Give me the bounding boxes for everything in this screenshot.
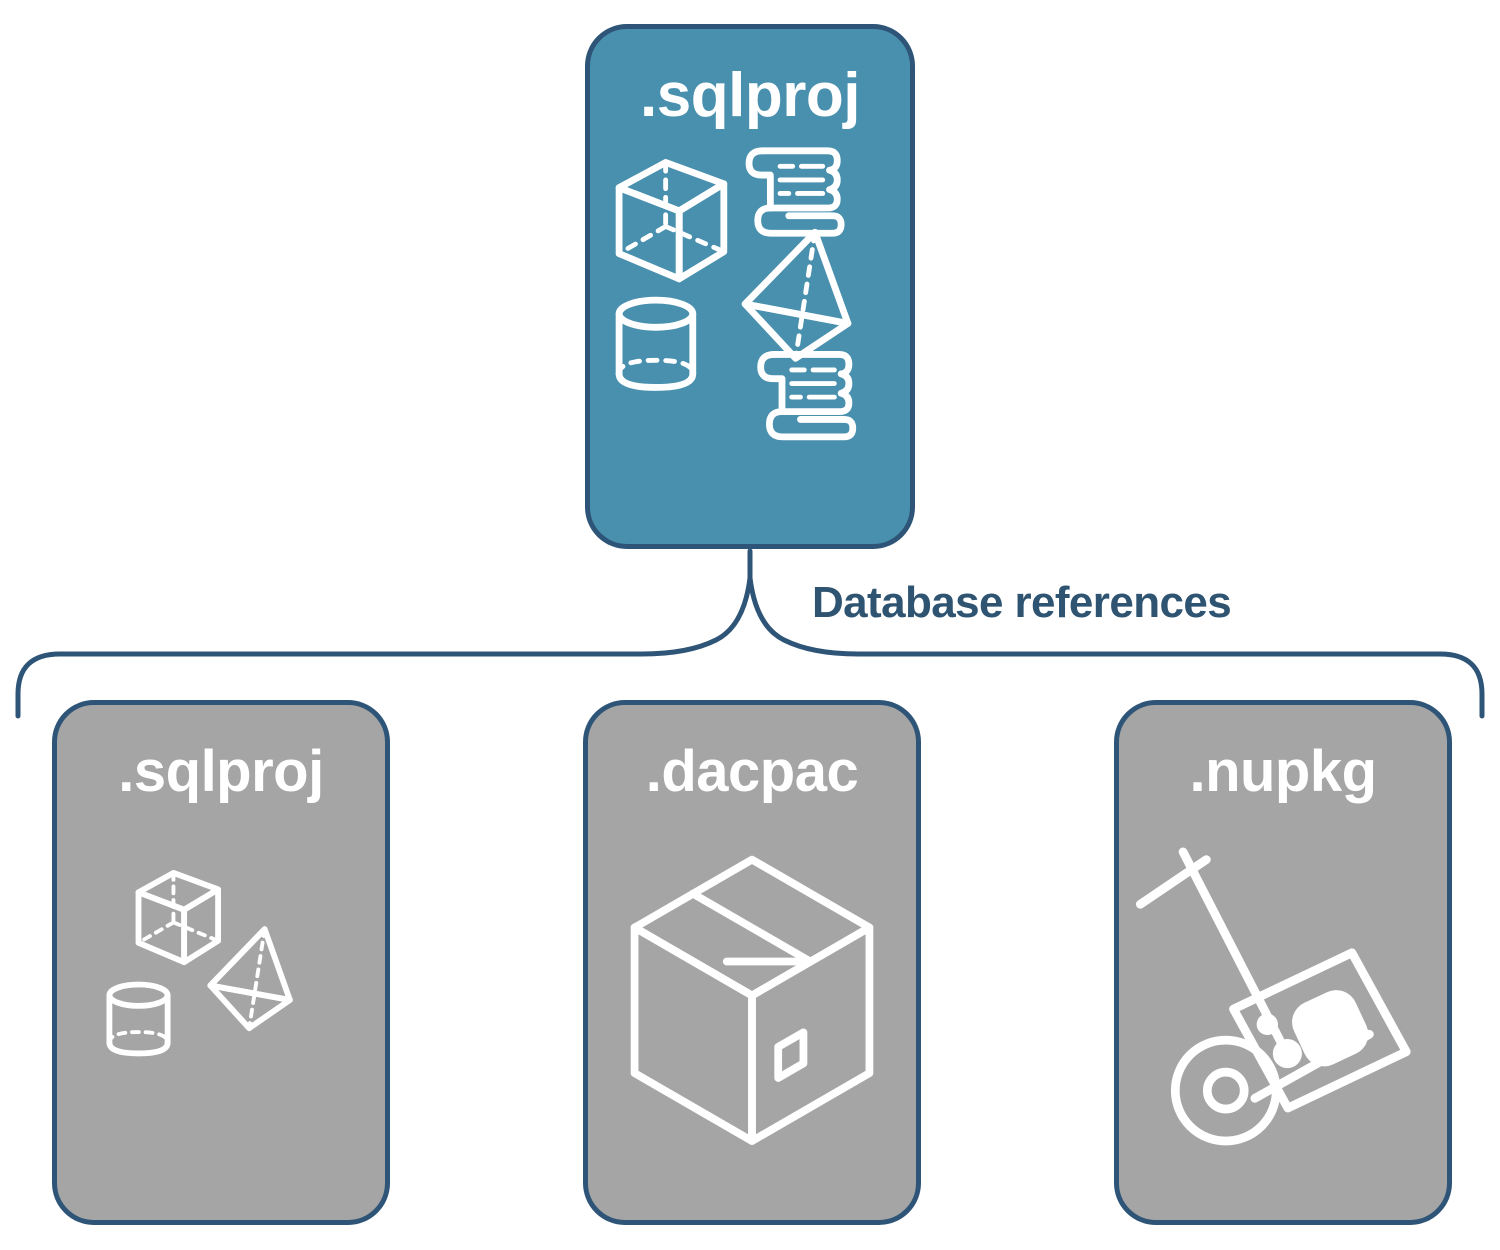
reference-card-dacpac[interactable]: .dacpac xyxy=(583,700,921,1225)
reference-card-dacpac-title: .dacpac xyxy=(645,739,859,804)
scroll-script-icon-bottom xyxy=(757,351,857,441)
hand-truck-nuget-icon xyxy=(1135,847,1411,1146)
source-icon-group xyxy=(615,147,857,441)
cube-wireframe-icon xyxy=(615,159,728,283)
reference-card-nupkg-artwork xyxy=(1119,801,1447,1221)
scroll-script-icon-top xyxy=(745,147,845,237)
shape-icon-group xyxy=(106,869,293,1057)
reference-card-sqlproj-title: .sqlproj xyxy=(118,739,324,804)
reference-card-sqlproj-artwork xyxy=(57,801,385,1220)
connector-label: Database references xyxy=(812,578,1232,627)
cylinder-wireframe-icon xyxy=(106,981,171,1057)
package-box-icon xyxy=(630,855,874,1145)
reference-card-sqlproj[interactable]: .sqlproj xyxy=(52,700,390,1225)
source-card-artwork xyxy=(590,127,910,547)
reference-card-nupkg[interactable]: .nupkg xyxy=(1114,700,1452,1225)
pyramid-wireframe-icon xyxy=(207,926,293,1032)
cylinder-wireframe-icon xyxy=(615,296,697,391)
nuget-logo-glyph xyxy=(1256,990,1369,1069)
reference-card-dacpac-artwork xyxy=(588,801,916,1221)
pyramid-wireframe-icon xyxy=(741,228,852,362)
source-card-sqlproj[interactable]: .sqlproj xyxy=(585,24,915,549)
source-card-title: .sqlproj xyxy=(640,61,860,130)
cube-wireframe-icon xyxy=(135,869,221,966)
reference-card-nupkg-title: .nupkg xyxy=(1189,739,1377,804)
